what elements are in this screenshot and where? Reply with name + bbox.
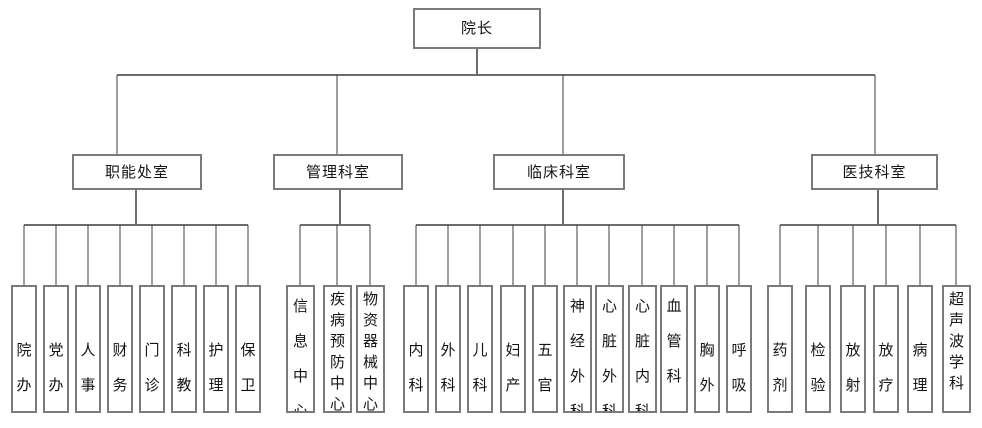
node-medtech-depts: 医技科室 bbox=[811, 154, 938, 190]
node-label: 血管科 bbox=[666, 298, 682, 385]
dept-box: 科教 bbox=[171, 285, 197, 413]
node-label: 保卫 bbox=[240, 342, 256, 394]
node-management-depts: 管理科室 bbox=[273, 154, 403, 190]
node-label: 院办 bbox=[16, 342, 32, 394]
node-label: 胸外 bbox=[699, 342, 715, 394]
dept-box: 院办 bbox=[11, 285, 37, 413]
dept-box: 财务 bbox=[107, 285, 133, 413]
node-label: 五官 bbox=[537, 342, 553, 394]
node-label: 心脏内科 bbox=[634, 298, 650, 413]
dept-box: 放射 bbox=[840, 285, 866, 413]
node-label: 儿科 bbox=[472, 342, 488, 394]
dept-box: 门诊 bbox=[139, 285, 165, 413]
node-label: 超声波学科 bbox=[948, 291, 964, 392]
dept-box: 保卫 bbox=[235, 285, 261, 413]
node-label: 内科 bbox=[408, 342, 424, 394]
dept-box: 放疗 bbox=[873, 285, 899, 413]
node-label: 信息中心 bbox=[292, 298, 308, 413]
node-label: 病理 bbox=[912, 342, 928, 394]
dept-box: 妇产 bbox=[500, 285, 526, 413]
node-label: 财务 bbox=[112, 342, 128, 394]
node-label: 呼吸 bbox=[731, 342, 747, 394]
dept-box: 药剂 bbox=[767, 285, 793, 413]
node-label: 临床科室 bbox=[526, 163, 591, 181]
node-functional-offices: 职能处室 bbox=[72, 154, 202, 190]
dept-box: 物资器械中心 bbox=[356, 285, 385, 413]
node-label: 护理 bbox=[208, 342, 224, 394]
dept-box: 疾病预防中心 bbox=[323, 285, 352, 413]
node-label: 管理科室 bbox=[305, 163, 370, 181]
node-label: 党办 bbox=[48, 342, 64, 394]
dept-box: 心脏外科 bbox=[595, 285, 624, 413]
node-label: 妇产 bbox=[505, 342, 521, 394]
dept-box: 神经外科 bbox=[563, 285, 592, 413]
dept-box: 人事 bbox=[75, 285, 101, 413]
node-label: 人事 bbox=[80, 342, 96, 394]
dept-box: 信息中心 bbox=[286, 285, 315, 413]
dept-box: 超声波学科 bbox=[942, 285, 971, 413]
node-label: 药剂 bbox=[772, 342, 788, 394]
dept-box: 检验 bbox=[805, 285, 831, 413]
node-label: 院长 bbox=[460, 20, 493, 37]
node-label: 心脏外科 bbox=[601, 298, 617, 413]
node-label: 科教 bbox=[176, 342, 192, 394]
node-label: 神经外科 bbox=[569, 298, 585, 413]
dept-box: 心脏内科 bbox=[628, 285, 657, 413]
dept-box: 五官 bbox=[532, 285, 558, 413]
dept-box: 外科 bbox=[435, 285, 461, 413]
node-label: 门诊 bbox=[144, 342, 160, 394]
dept-box: 党办 bbox=[43, 285, 69, 413]
dept-box: 胸外 bbox=[694, 285, 720, 413]
node-director: 院长 bbox=[413, 8, 541, 49]
dept-box: 血管科 bbox=[660, 285, 688, 413]
node-label: 检验 bbox=[810, 342, 826, 394]
dept-box: 护理 bbox=[203, 285, 229, 413]
node-label: 放疗 bbox=[878, 342, 894, 394]
node-label: 外科 bbox=[440, 342, 456, 394]
node-label: 医技科室 bbox=[842, 163, 907, 181]
dept-box: 儿科 bbox=[467, 285, 493, 413]
node-label: 物资器械中心 bbox=[362, 291, 378, 413]
node-label: 疾病预防中心 bbox=[329, 291, 345, 413]
node-clinical-depts: 临床科室 bbox=[493, 154, 625, 190]
dept-box: 呼吸 bbox=[726, 285, 752, 413]
node-label: 放射 bbox=[845, 342, 861, 394]
dept-box: 内科 bbox=[403, 285, 429, 413]
dept-box: 病理 bbox=[907, 285, 933, 413]
node-label: 职能处室 bbox=[104, 163, 169, 181]
